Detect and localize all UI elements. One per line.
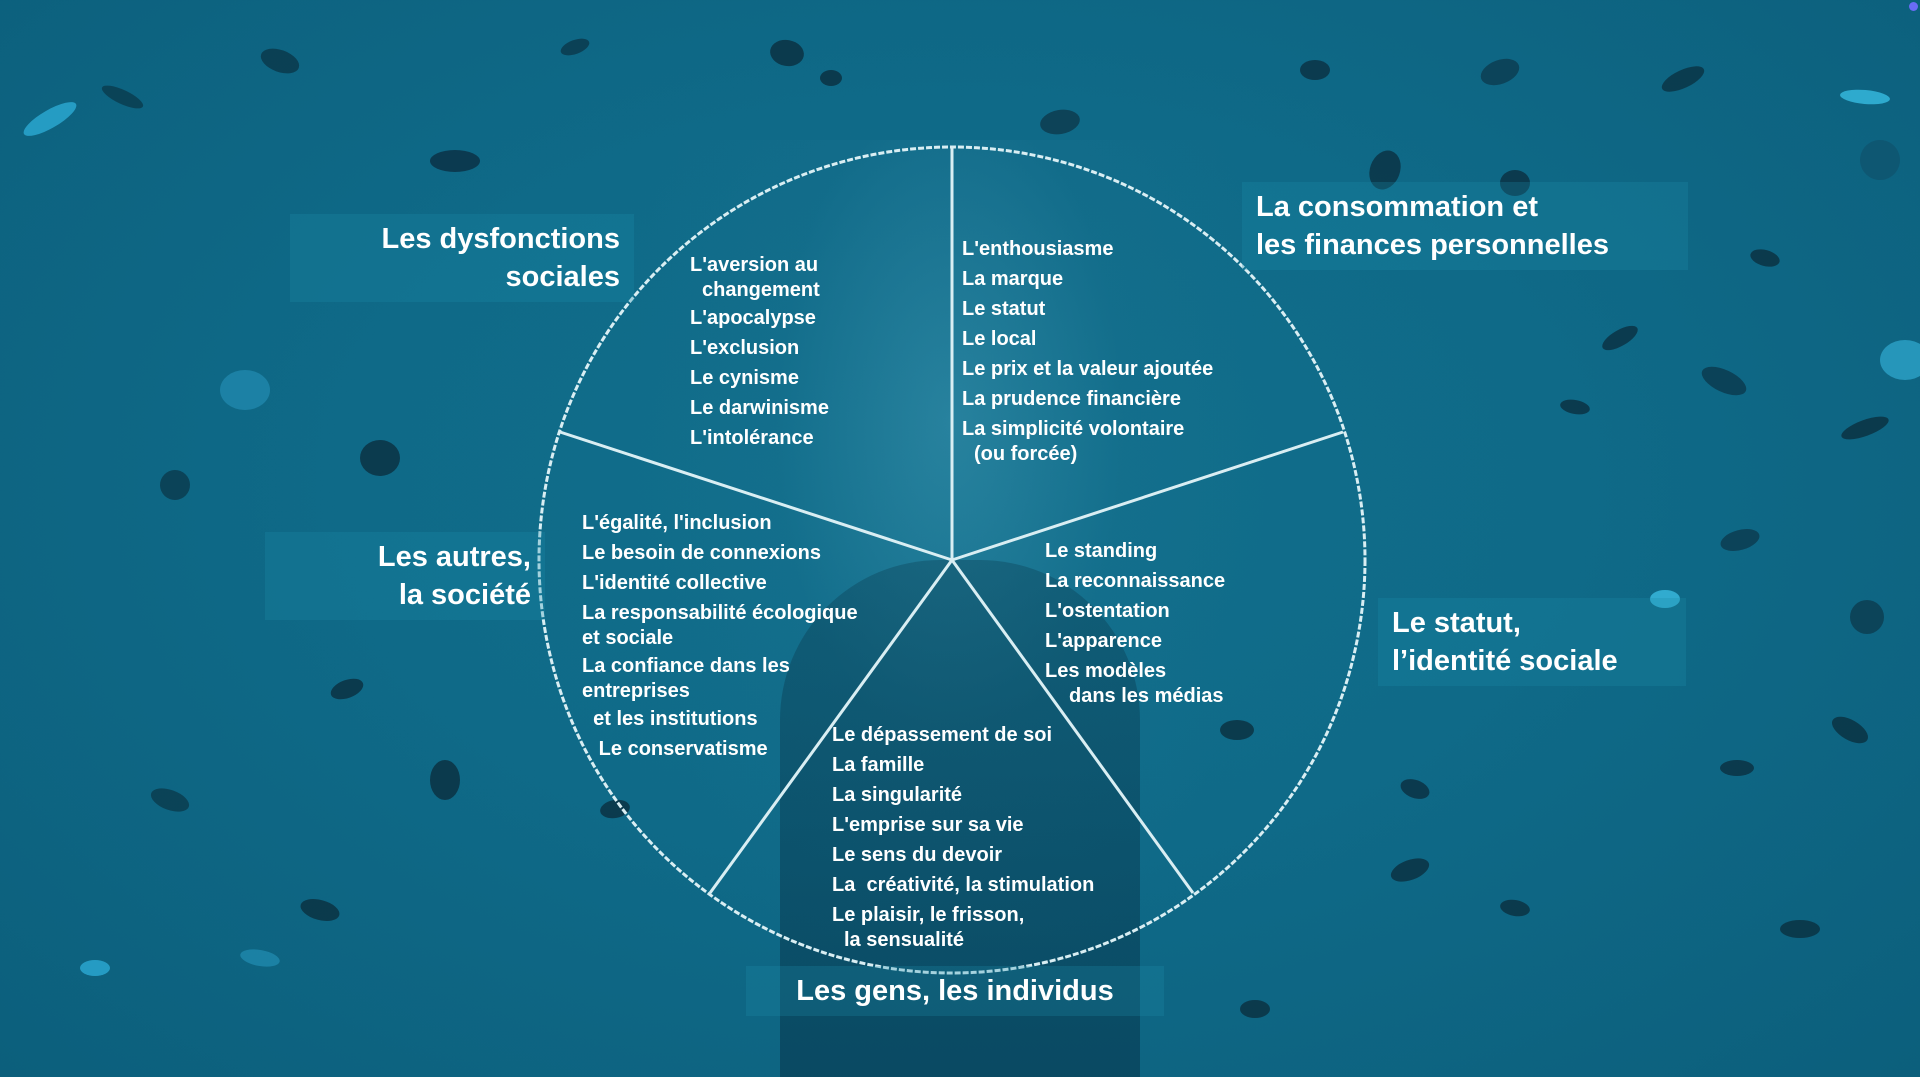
list-societe: L'égalité, l'inclusion Le besoin de conne… <box>582 508 858 764</box>
list-item-continuation: la sensualité <box>844 929 965 951</box>
wheel-divider-line <box>559 430 953 562</box>
list-item: La responsabilité écologique <box>582 602 858 624</box>
confetti-piece <box>1220 720 1254 740</box>
wheel-divider-line <box>708 559 954 894</box>
list-item: La marque <box>962 268 1064 290</box>
confetti-piece <box>430 760 460 800</box>
confetti-piece <box>1780 920 1820 938</box>
list-item: Le plaisir, le frisson, <box>832 904 1025 926</box>
list-item: Le dépassement de soi <box>832 724 1053 746</box>
list-item: La famille <box>832 754 925 776</box>
person-silhouette <box>600 140 1300 1077</box>
label-line: sociales <box>505 261 620 293</box>
list-item: Le local <box>962 328 1037 350</box>
list-item: La confiance dans les <box>582 655 790 677</box>
label-dysfonctions-sociales: Les dysfonctions sociales <box>290 214 634 302</box>
label-line: les finances personnelles <box>1256 229 1609 261</box>
list-item: Le darwinisme <box>690 397 829 419</box>
label-line: la société <box>398 579 531 611</box>
label-gens-individus: Les gens, les individus <box>746 966 1164 1016</box>
list-item-continuation: dans les médias <box>1069 685 1224 707</box>
list-item-continuation: changement <box>702 279 820 301</box>
list-item: Le conservatisme <box>582 738 768 760</box>
list-item: L'emprise sur sa vie <box>832 814 1024 836</box>
label-line: Les gens, les individus <box>796 975 1114 1007</box>
corner-indicator-dot <box>1909 2 1918 11</box>
list-item: Le besoin de connexions <box>582 542 821 564</box>
list-item: L'égalité, l'inclusion <box>582 512 772 534</box>
list-item: L'aversion au <box>690 254 819 276</box>
label-line: Les autres, <box>377 541 531 573</box>
list-item: La singularité <box>832 784 963 806</box>
list-item: L'enthousiasme <box>962 238 1114 260</box>
wheel-divider-line <box>951 430 1344 562</box>
confetti-piece <box>1500 170 1530 196</box>
confetti-piece <box>1300 60 1330 80</box>
confetti-piece <box>1240 1000 1270 1018</box>
confetti-piece <box>80 960 110 976</box>
list-item: Le standing <box>1045 540 1158 562</box>
list-item: L'exclusion <box>690 337 800 359</box>
list-item: Le sens du devoir <box>832 844 1003 866</box>
confetti-piece <box>360 440 400 476</box>
label-line: Les dysfonctions <box>381 223 621 255</box>
confetti-piece <box>1650 590 1680 608</box>
list-item-continuation: entreprises <box>582 680 690 702</box>
list-item: L'apparence <box>1045 630 1163 652</box>
label-line: Le statut, <box>1392 607 1521 639</box>
label-autres-societe: Les autres, la société <box>265 532 545 620</box>
list-item: L'ostentation <box>1045 600 1170 622</box>
confetti-piece <box>820 70 842 86</box>
label-consommation-finances: La consommation et les finances personne… <box>1242 182 1688 270</box>
list-item: La simplicité volontaire <box>962 418 1185 440</box>
wheel-divider-line <box>950 559 1195 894</box>
person-body-silhouette <box>780 560 1140 1077</box>
list-item: Le statut <box>962 298 1046 320</box>
list-item-continuation: et sociale <box>582 627 674 649</box>
list-item: L'intolérance <box>690 427 814 449</box>
list-item: L'apocalypse <box>690 307 816 329</box>
list-consommation: L'enthousiasme La marque Le statut Le local… <box>962 234 1213 467</box>
confetti-piece <box>430 150 480 172</box>
list-item: et les institutions <box>582 708 758 730</box>
list-item: Le cynisme <box>690 367 799 389</box>
list-item: La reconnaissance <box>1045 570 1226 592</box>
list-item: La prudence financière <box>962 388 1181 410</box>
list-item: Le prix et la valeur ajoutée <box>962 358 1214 380</box>
list-item: Les modèles <box>1045 660 1167 682</box>
label-statut-identite-sociale: Le statut, l’identité sociale <box>1378 598 1686 686</box>
confetti-piece <box>1850 600 1884 634</box>
list-item-continuation: (ou forcée) <box>974 443 1078 465</box>
confetti-piece <box>1880 340 1920 380</box>
list-item: La créativité, la stimulation <box>832 874 1095 896</box>
wheel-dividers <box>559 147 1344 894</box>
list-item: L'identité collective <box>582 572 767 594</box>
label-line: l’identité sociale <box>1392 645 1618 677</box>
confetti-piece <box>220 370 270 410</box>
list-individus: Le dépassement de soi La famille La singul… <box>832 720 1094 953</box>
label-line: La consommation et <box>1256 191 1538 223</box>
confetti-piece <box>1720 760 1754 776</box>
